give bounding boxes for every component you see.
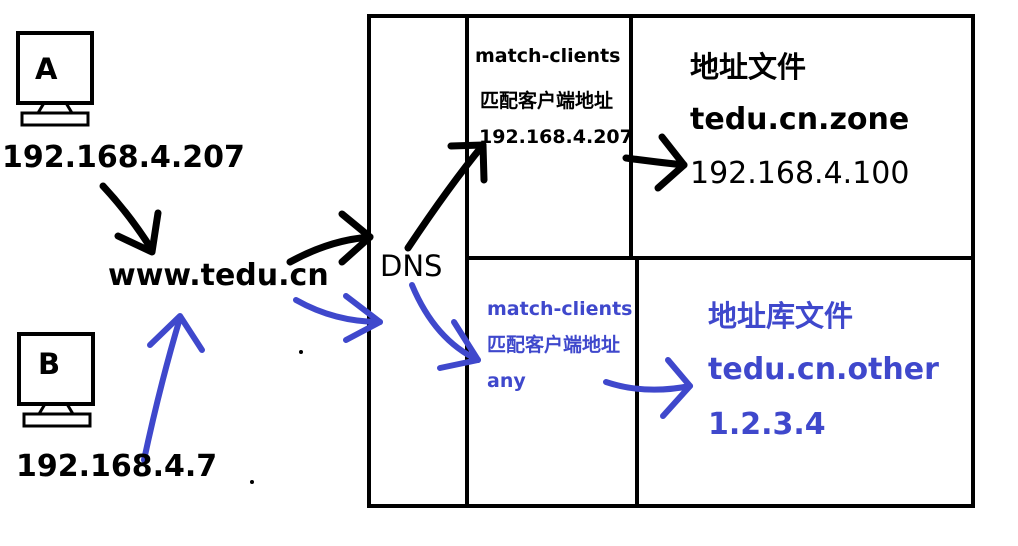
view-top-value: 192.168.4.207 xyxy=(479,126,633,148)
view-bottom-title: match-clients xyxy=(487,298,633,320)
arrow-b-to-domain xyxy=(141,315,183,463)
other-file-title: 地址库文件 xyxy=(708,299,854,333)
view-bottom-subtitle: 匹配客户端地址 xyxy=(487,334,621,356)
domain-label: www.tedu.cn xyxy=(108,258,329,293)
arrow-dns-to-view-top xyxy=(404,141,487,252)
other-file-name: tedu.cn.other xyxy=(708,352,939,387)
arrow-view-to-other xyxy=(603,379,693,393)
view-top-subtitle: 匹配客户端地址 xyxy=(480,90,614,112)
arrow-domain-to-dns-blue xyxy=(293,297,383,325)
computer-a xyxy=(16,31,94,127)
other-file-ip: 1.2.3.4 xyxy=(708,407,826,442)
monitor-icon xyxy=(17,332,95,406)
zone-file-name: tedu.cn.zone xyxy=(690,102,910,137)
dns-label: DNS xyxy=(380,249,443,283)
arrow-a-to-domain xyxy=(99,182,156,254)
blue-arrows xyxy=(141,282,693,463)
black-arrows xyxy=(99,133,688,266)
zone-file-title: 地址文件 xyxy=(690,50,807,84)
monitor-icon xyxy=(16,31,94,105)
view-bottom-value: any xyxy=(487,370,526,392)
zone-file-ip: 192.168.4.100 xyxy=(690,156,910,191)
client-a-label: A xyxy=(35,52,58,86)
arrow-dns-to-view-bottom xyxy=(409,282,481,363)
view-top-title: match-clients xyxy=(475,45,621,67)
client-b-label: B xyxy=(38,347,61,381)
dns-server-box xyxy=(367,14,975,508)
arrow-domain-to-dns xyxy=(286,233,374,266)
client-b-ip: 192.168.4.7 xyxy=(16,449,218,484)
client-a-ip: 192.168.4.207 xyxy=(2,140,245,175)
computer-b xyxy=(17,332,95,428)
